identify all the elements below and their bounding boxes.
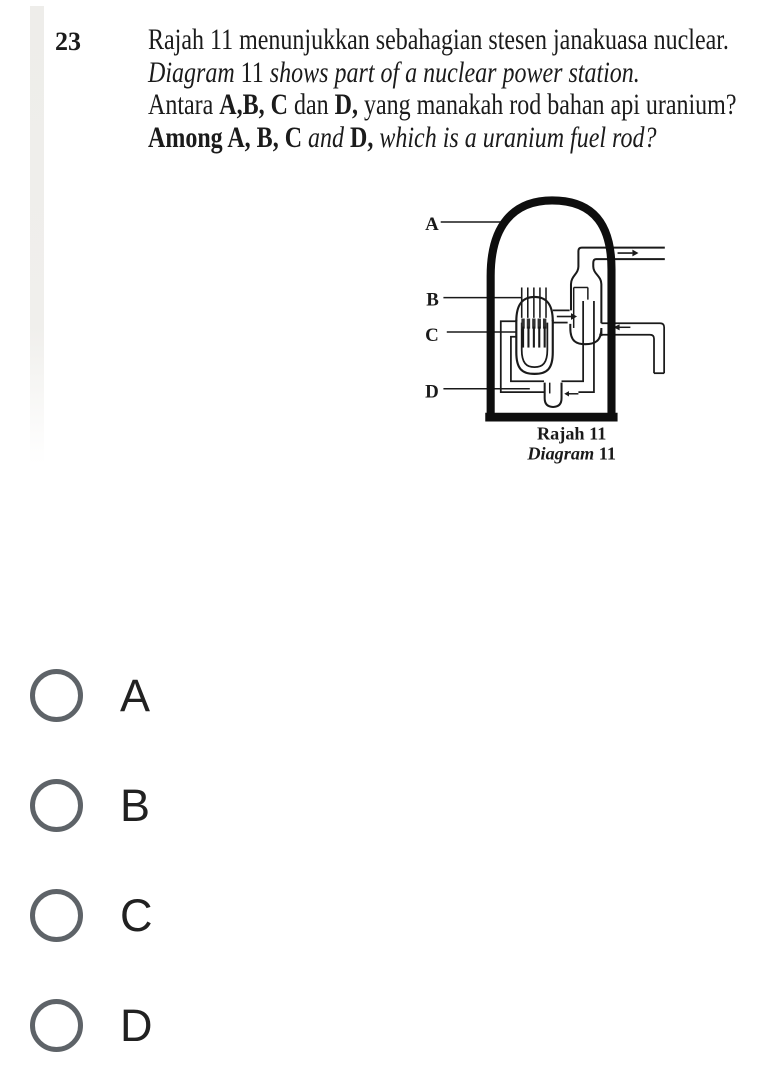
radio-button-a[interactable] [30,668,83,722]
option-label: A [120,669,151,721]
hot-leg-pipe [552,309,578,324]
question-line-english-1: Diagram 11 shows part of a nuclear power… [148,55,737,90]
label-b-control-rods: B [426,290,439,311]
option-row-c[interactable]: C [0,887,520,943]
question-text-segment: D, [344,120,374,154]
question-line-malay-1: Rajah 11 menunjukkan sebahagian stesen j… [148,23,737,57]
option-row-a[interactable]: A [0,667,520,723]
question-text-segment: Among A, B, C [148,120,309,154]
question-text-segment: A,B, C [219,88,288,121]
diagram-caption: Rajah 11 Diagram 11 [526,423,616,463]
caption-malay: Rajah 11 [537,423,606,443]
return-pipe [599,322,666,375]
question-text-segment: 11 [234,55,270,89]
question-text-segment: dan [287,88,335,121]
option-row-b[interactable]: B [0,777,520,833]
flow-arrow-left-icon [564,391,569,397]
option-label: C [120,889,153,941]
flow-arrow-left-icon [613,324,620,331]
nuclear-power-station-diagram: A B C D [425,196,666,464]
option-row-d[interactable]: D [0,997,520,1053]
label-c-fuel-rods: C [425,325,439,346]
label-d-pump: D [425,382,439,403]
question-text-block: Rajah 11 menunjukkan sebahagian stesen j… [148,23,777,155]
question-text-segment: Diagram [148,55,235,89]
question-text-segment: shows part of a nuclear power station. [269,55,640,89]
radio-button-d[interactable] [30,998,83,1052]
diagram-labels: A B C D [425,214,439,402]
label-leader-lines [440,221,530,390]
question-line-malay-2: Antara A,B, C dan D, yang manakah rod ba… [148,88,737,122]
option-label: B [120,779,151,831]
control-rods [520,287,547,318]
radio-button-b[interactable] [30,778,83,832]
question-text-segment: and [308,120,345,154]
question-line-english-2: Among A, B, C and D, which is a uranium … [148,120,737,155]
scanned-paper-edge [30,6,44,464]
question-text-segment: D, [334,88,358,121]
label-a-containment: A [425,214,439,235]
flow-arrow-right-icon [632,249,639,257]
fuel-rods [521,318,547,348]
pump [543,382,579,408]
steam-generator [569,246,665,346]
question-number: 23 [55,27,81,56]
option-label: D [120,999,153,1051]
question-text-segment: which is a uranium fuel rod? [373,120,657,154]
question-text-segment: yang manakah rod bahan api uranium? [357,88,737,121]
question-text-segment: Antara [148,88,220,121]
steam-pipe-arrow [617,249,639,257]
coolant-loop-pipes [499,300,595,393]
containment-dome [485,196,618,422]
caption-english: Diagram 11 [526,444,616,464]
radio-button-c[interactable] [30,888,83,942]
question-text-segment: Rajah 11 menunjukkan sebahagian stesen j… [148,23,729,56]
